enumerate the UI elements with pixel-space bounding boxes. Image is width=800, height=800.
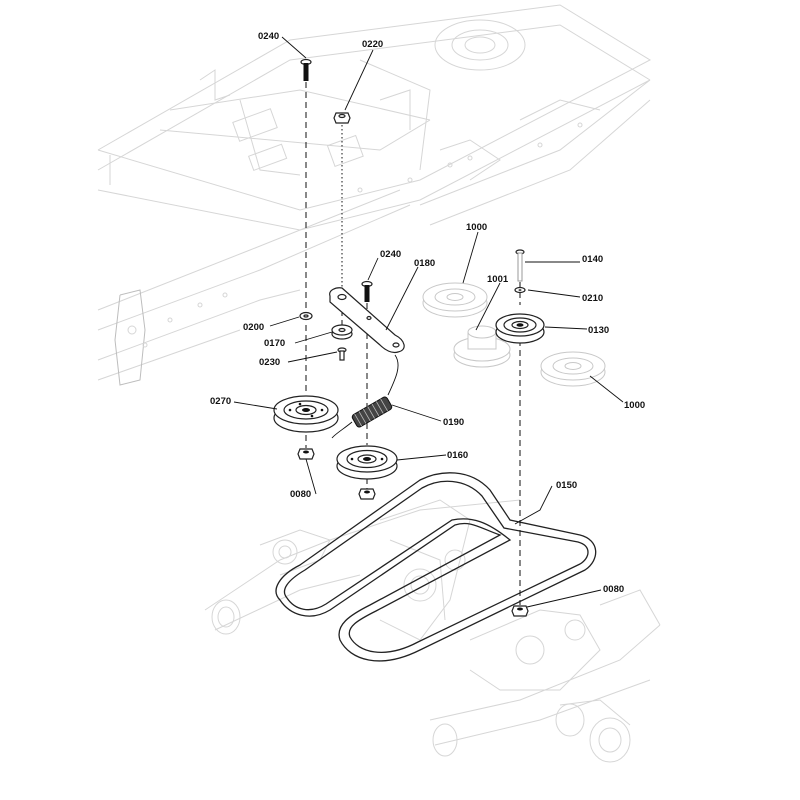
alternate-pulley-upper: [422, 282, 488, 318]
screw-0230: [337, 347, 347, 361]
leader-lines: [233, 36, 624, 608]
callout-1000-upper: 1000: [466, 222, 487, 233]
pulley-0160: [336, 445, 398, 480]
spring-0190: [331, 354, 399, 439]
callout-0200: 0200: [243, 322, 264, 333]
nut-0220: [333, 112, 351, 124]
idler-arm-0180: [329, 287, 405, 354]
callout-1001: 1001: [487, 274, 509, 285]
bolt-0240-top: [300, 58, 312, 81]
callout-0150: 0150: [556, 480, 577, 491]
callout-0130: 0130: [588, 325, 609, 336]
callout-0170: 0170: [264, 338, 285, 349]
chassis-frame: [97, 4, 661, 763]
callout-0210: 0210: [582, 293, 603, 304]
bolt-0240-arm: [361, 280, 373, 302]
drive-belt: [275, 472, 597, 662]
callout-0270: 0270: [210, 396, 231, 407]
callout-0220: 0220: [362, 39, 383, 50]
callout-0080-left: 0080: [290, 489, 311, 500]
callout-labels: 0240 0220 1000 0240 0180 1001 0140 0210 …: [210, 31, 645, 595]
nut-0080-left: [297, 448, 315, 460]
callout-0240-top: 0240: [258, 31, 279, 42]
washer-0210: [514, 286, 526, 294]
washer-0200: [299, 311, 313, 321]
alternate-hub-pulley: [453, 325, 511, 368]
nut-0080-center: [358, 488, 376, 500]
callout-0160: 0160: [447, 450, 468, 461]
alternate-pulley-lower: [540, 351, 606, 387]
callout-0240-arm: 0240: [380, 249, 401, 260]
spacer-0170: [331, 324, 353, 340]
nut-0080-right: [511, 605, 529, 617]
bolt-0140: [515, 249, 525, 282]
callout-0140: 0140: [582, 254, 603, 265]
callout-0230: 0230: [259, 357, 280, 368]
callout-0080-right: 0080: [603, 584, 624, 595]
pulley-0130: [495, 313, 545, 344]
callout-0180: 0180: [414, 258, 435, 269]
callout-0190: 0190: [443, 417, 464, 428]
callout-1000-lower: 1000: [624, 400, 645, 411]
pulley-0270: [273, 395, 339, 433]
